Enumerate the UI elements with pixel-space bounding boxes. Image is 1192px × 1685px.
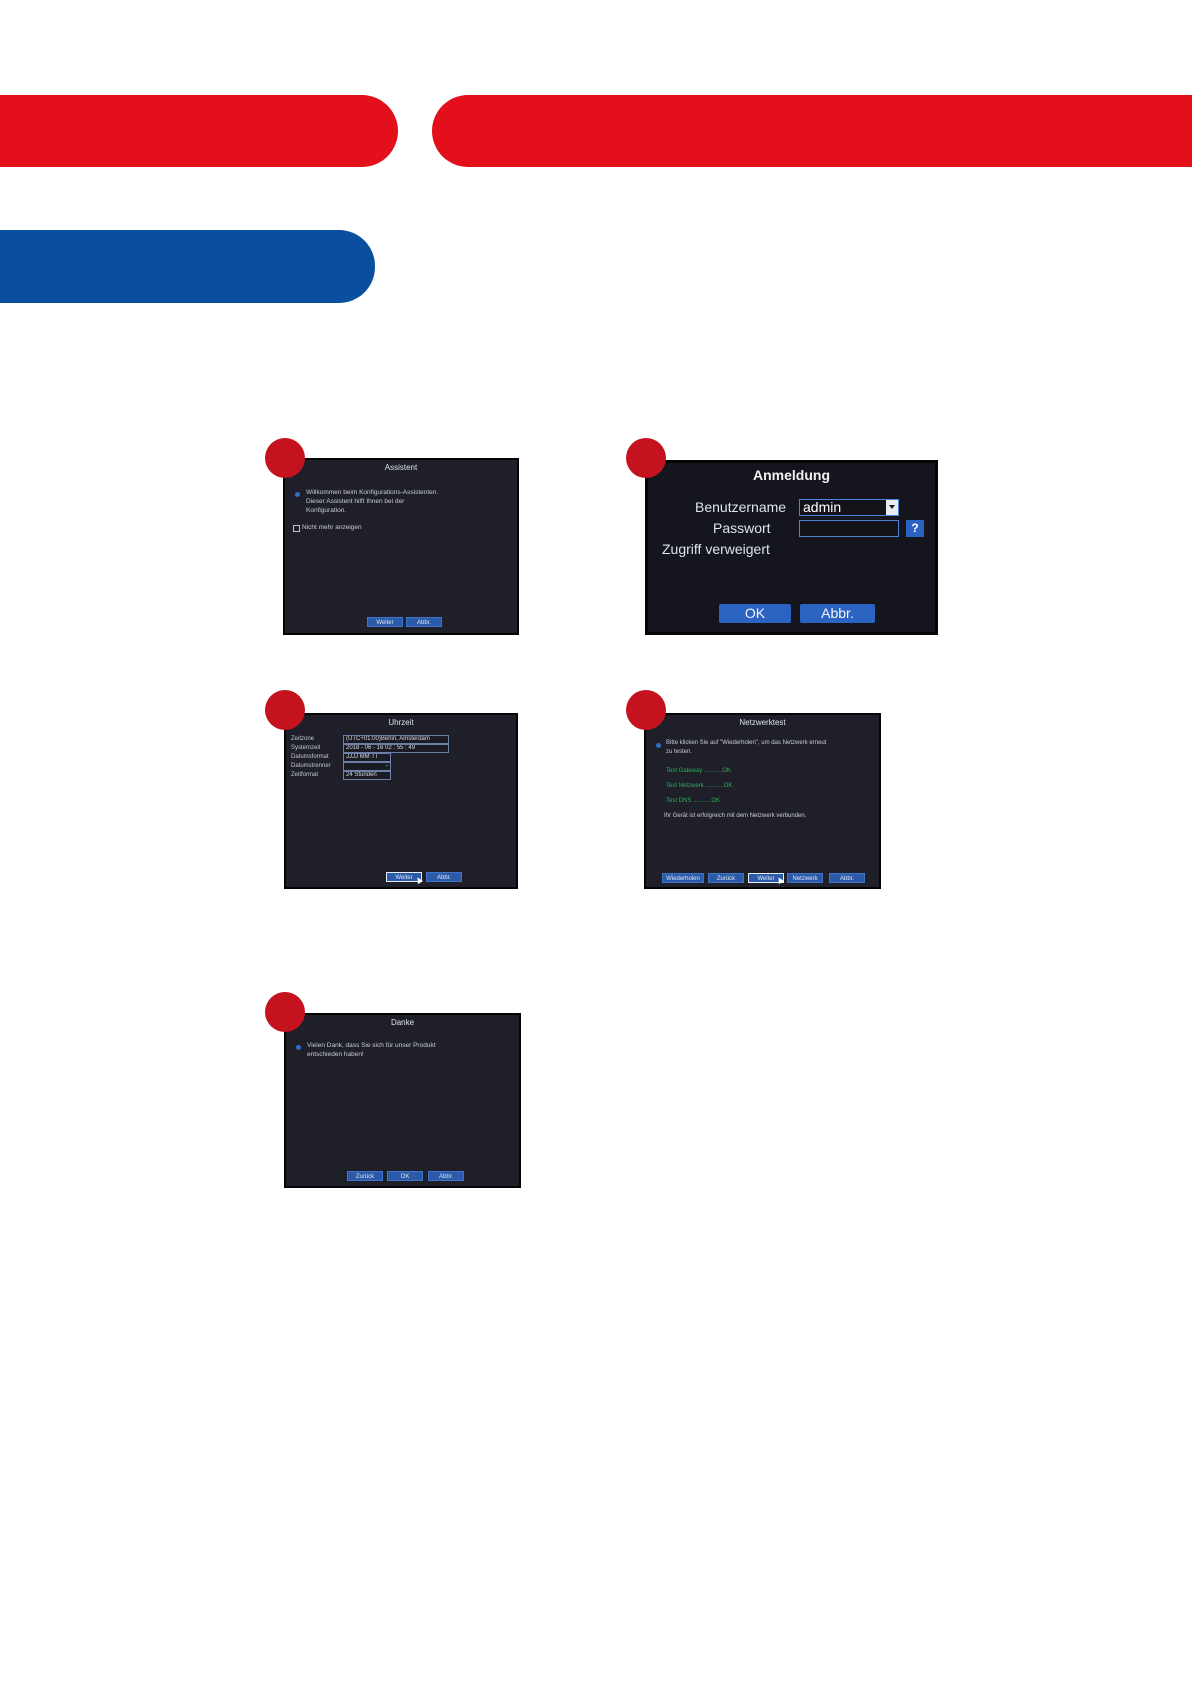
username-select[interactable]: admin — [799, 499, 899, 516]
info-bullet-icon — [295, 492, 300, 497]
dont-show-label: Nicht mehr anzeigen — [302, 524, 362, 531]
thanks-line-1: Vielen Dank, dass Sie sich für unser Pro… — [307, 1042, 436, 1049]
dateformat-select[interactable]: JJJJ MM TT — [343, 753, 391, 762]
retry-button[interactable]: Wiederholen — [662, 873, 704, 883]
timeformat-select[interactable]: 24 Stunden — [343, 771, 391, 780]
timeformat-label: Zeitformat — [291, 772, 319, 778]
retry-hint-line-2: zu testen. — [666, 749, 693, 755]
screenshot-assistant: Assistent Willkommen beim Konfigurations… — [283, 458, 519, 635]
step-badge-4 — [626, 690, 666, 730]
password-input[interactable] — [799, 520, 899, 537]
cancel-button[interactable]: Abbr. — [406, 617, 442, 627]
dateseparator-label: Datumstrenner — [291, 763, 331, 769]
test-gateway-result: Test Gateway ...........OK — [666, 768, 732, 774]
network-button[interactable]: Netzwerk — [787, 873, 823, 883]
dateformat-label: Datumsformat — [291, 754, 329, 760]
next-button[interactable]: Weiter — [748, 873, 784, 883]
dialog-title: Netzwerktest — [739, 718, 786, 727]
dialog-title: Anmeldung — [753, 467, 830, 483]
chevron-down-icon — [889, 505, 895, 509]
back-button[interactable]: Zurück — [347, 1171, 383, 1181]
timezone-label: Zeitzone — [291, 736, 315, 742]
test-dns-result: Test DNS ...........OK — [666, 798, 721, 804]
header-bar-red-right — [432, 95, 1192, 167]
screenshot-login: Anmeldung Benutzername admin Passwort ? … — [645, 460, 938, 635]
section-bar-blue — [0, 230, 375, 303]
next-button[interactable]: Weiter — [386, 872, 422, 882]
username-value: admin — [803, 499, 842, 515]
cancel-button[interactable]: Abbr. — [829, 873, 865, 883]
connection-success-text: Ihr Gerät ist erfolgreich mit dem Netzwe… — [664, 813, 807, 819]
back-button[interactable]: Zurück — [708, 873, 744, 883]
screenshot-thanks: Danke Vielen Dank, dass Sie sich für uns… — [284, 1013, 521, 1188]
username-label: Benutzername — [695, 499, 787, 515]
step-badge-1 — [265, 438, 305, 478]
test-network-result: Test Netzwerk ...........OK — [666, 783, 733, 789]
step-badge-2 — [626, 438, 666, 478]
header-bar-red-left — [0, 95, 398, 167]
info-bullet-icon — [656, 743, 661, 748]
help-button[interactable]: ? — [906, 520, 924, 537]
systemtime-label: Systemzeit — [291, 745, 321, 751]
cancel-button[interactable]: Abbr. — [428, 1171, 464, 1181]
dialog-title: Assistent — [384, 463, 418, 472]
dont-show-checkbox[interactable] — [293, 525, 300, 532]
welcome-line-1: Willkommen beim Konfigurations-Assistent… — [306, 489, 439, 496]
timezone-select[interactable]: (UTC+01:00)Berlin, Amsterdam — [343, 735, 449, 744]
ok-button[interactable]: OK — [387, 1171, 423, 1181]
screenshot-clock: Uhrzeit Zeitzone (UTC+01:00)Berlin, Amst… — [284, 713, 518, 889]
dialog-title: Danke — [390, 1018, 415, 1027]
retry-hint-line-1: Bitte klicken Sie auf "Wiederholen", um … — [666, 740, 827, 746]
step-badge-3 — [265, 690, 305, 730]
info-bullet-icon — [296, 1045, 301, 1050]
dateseparator-select[interactable]: - — [343, 762, 391, 771]
next-button[interactable]: Weiter — [367, 617, 403, 627]
cancel-button[interactable]: Abbr. — [800, 604, 875, 623]
screenshot-network-test: Netzwerktest Bitte klicken Sie auf "Wied… — [644, 713, 881, 889]
welcome-line-3: Konfiguration. — [306, 507, 347, 514]
cancel-button[interactable]: Abbr. — [426, 872, 462, 882]
welcome-line-2: Dieser Assistent hilft Ihnen bei der — [306, 498, 405, 505]
step-badge-5 — [265, 992, 305, 1032]
dialog-title: Uhrzeit — [388, 718, 414, 727]
systemtime-input[interactable]: 2018 - 06 - 16 02 : 55 : 49 — [343, 744, 449, 753]
thanks-line-2: entschieden haben! — [307, 1051, 364, 1058]
ok-button[interactable]: OK — [719, 604, 791, 623]
access-denied-text: Zugriff verweigert — [662, 541, 770, 557]
username-dropdown-button[interactable] — [886, 500, 898, 515]
password-label: Passwort — [713, 520, 771, 536]
